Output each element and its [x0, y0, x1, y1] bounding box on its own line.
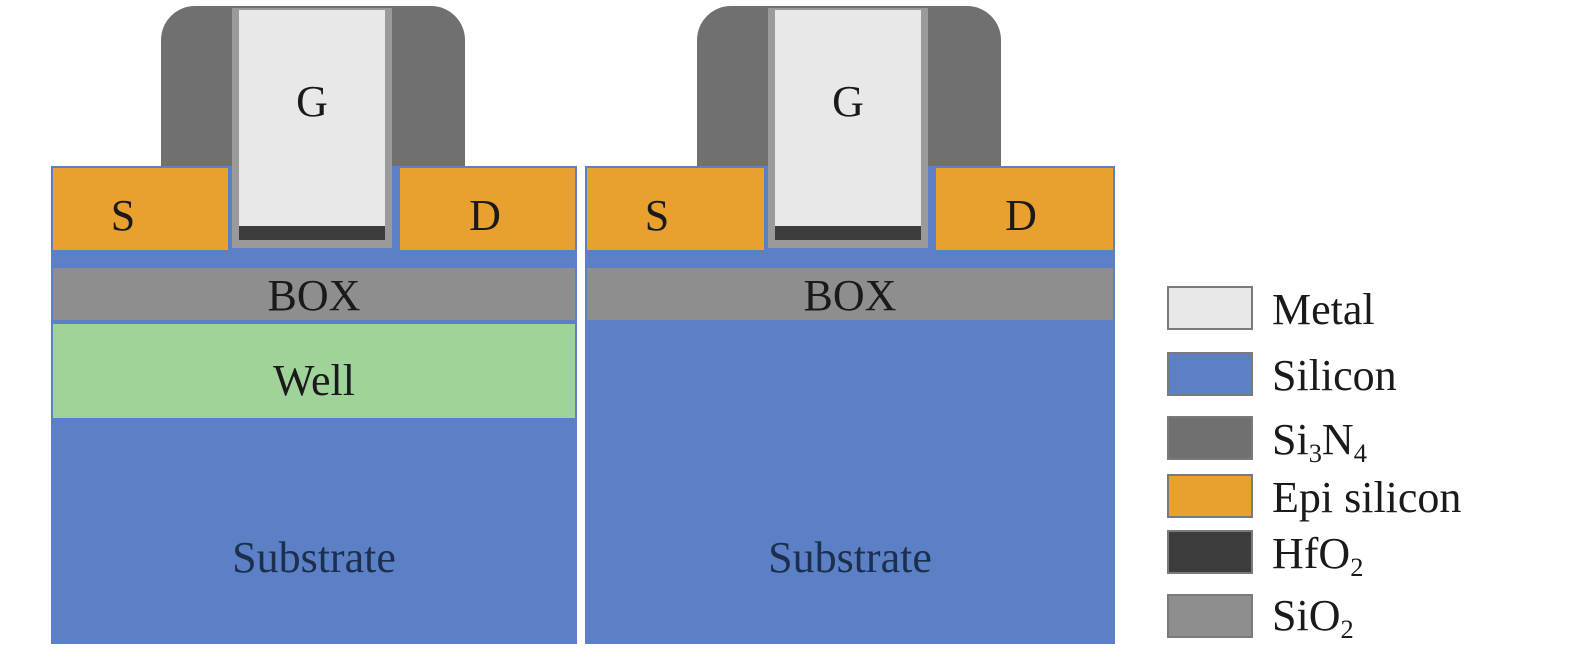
- device-2-source: [587, 168, 764, 250]
- device-1-substrate: [51, 420, 577, 644]
- legend-label-si3n4: Si3N4: [1272, 415, 1367, 469]
- legend-swatch-sio2: [1167, 594, 1253, 638]
- device-2-drain-label: D: [1005, 191, 1037, 240]
- legend-label-hfo2: HfO2: [1272, 529, 1364, 583]
- device-2-drain: [936, 168, 1113, 250]
- device-1-box: [51, 266, 577, 322]
- legend-swatch-hfo2: [1167, 530, 1253, 574]
- device-1-source: [53, 168, 228, 250]
- legend-label-epi-silicon: Epi silicon: [1272, 473, 1462, 522]
- device-1-substrate-label: Substrate: [232, 533, 396, 582]
- device-2-gate-label: G: [832, 77, 864, 126]
- device-1-hfo2-lower: [239, 226, 385, 240]
- device-2-box-label: BOX: [803, 271, 897, 320]
- legend-label-silicon: Silicon: [1272, 351, 1397, 400]
- device-1-gate-metal-lower: [239, 166, 385, 226]
- device-2-substrate: [585, 322, 1115, 644]
- device-2-box: [585, 266, 1115, 322]
- legend-swatch-metal: [1167, 286, 1253, 330]
- device-1-drain: [400, 168, 575, 250]
- device-1-source-label: S: [110, 191, 136, 240]
- device-1-well: [51, 322, 577, 420]
- legend-swatch-silicon: [1167, 352, 1253, 396]
- device-1-box-label: BOX: [267, 271, 361, 320]
- device-2-hfo2-lower: [775, 226, 921, 240]
- device-2-source-label: S: [644, 191, 670, 240]
- device-2-gate-metal-lower: [775, 166, 921, 226]
- device-1-gate-label: G: [296, 77, 328, 126]
- legend-label-sio2: SiO2: [1272, 591, 1354, 645]
- device-1-well-label: Well: [273, 356, 355, 405]
- device-1-drain-label: D: [469, 191, 501, 240]
- legend-label-metal: Metal: [1272, 285, 1375, 334]
- device-2-substrate-label: Substrate: [768, 533, 932, 582]
- legend-swatch-epi-silicon: [1167, 474, 1253, 518]
- legend-swatch-si3n4: [1167, 416, 1253, 460]
